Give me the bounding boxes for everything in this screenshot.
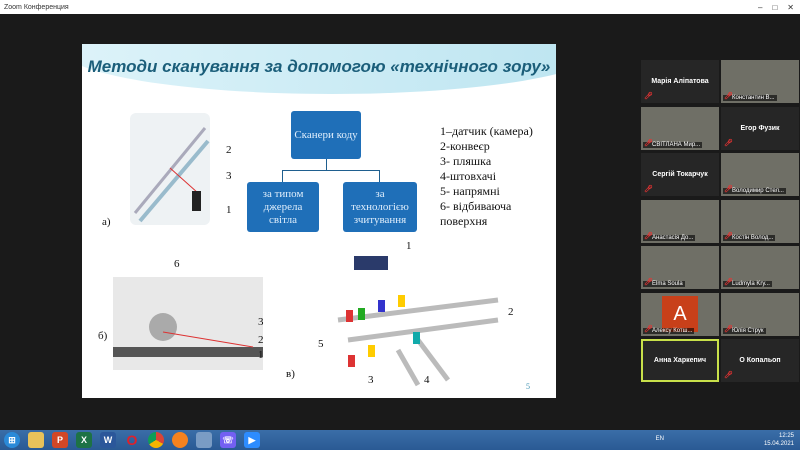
participant-name: Elma Soula (643, 281, 685, 287)
maximize-button[interactable]: □ (772, 2, 778, 12)
viber-icon[interactable]: ☏ (220, 432, 236, 448)
connector (379, 170, 380, 182)
fig-c-mark: 1 (406, 240, 412, 252)
paint-icon[interactable] (196, 432, 212, 448)
participant-name: Константин В... (723, 95, 777, 101)
participant-tile[interactable]: Юлія Струк🎤︎ (721, 292, 799, 336)
participant-tile[interactable]: Elma Soula🎤︎ (641, 246, 719, 289)
legend-item: 5- напрямні (440, 184, 500, 198)
clock-time[interactable]: 12:25 (778, 433, 794, 439)
fig-c-mark: 4 (424, 374, 430, 386)
excel-icon[interactable]: X (76, 432, 92, 448)
participant-tile[interactable]: Анастасія До...🎤︎ (641, 199, 719, 243)
scanner-image-b (113, 277, 263, 370)
participant-name: Ludmyla Kry... (723, 281, 772, 287)
powerpoint-icon[interactable]: P (52, 432, 68, 448)
clock-date[interactable]: 15.04.2021 (763, 441, 794, 447)
muted-mic-icon: 🎤︎ (724, 372, 733, 379)
participant-tile[interactable]: Константин В...🎤︎ (721, 60, 799, 103)
system-tray: EN 12:25 15.04.2021 (656, 432, 794, 448)
legend-item: 4-штовхачі (440, 169, 497, 183)
participant-name: Марія Аліпатова (651, 78, 709, 85)
window-titlebar: Zoom Конференция –□ ✕ (0, 0, 800, 14)
fig-c-label: в) (286, 368, 295, 380)
participant-name: Володимир Стел... (723, 188, 786, 194)
participant-name: Алексу Котш... (643, 327, 695, 334)
chrome-icon[interactable] (148, 432, 164, 448)
participant-name: Анна Харкепич (653, 357, 707, 364)
zoom-icon[interactable]: ▶ (244, 432, 260, 448)
fig-c-mark: 5 (318, 338, 324, 350)
language-indicator[interactable]: EN (655, 436, 664, 442)
firefox-icon[interactable] (172, 432, 188, 448)
participant-name: О Копальоп (739, 357, 781, 364)
window-title: Zoom Конференция (4, 3, 69, 11)
participant-tile[interactable]: Костін Волод...🎤︎ (721, 199, 799, 243)
fig-c-mark: 2 (508, 306, 514, 318)
fig-b-mark: 6 (174, 258, 180, 270)
connector (282, 170, 379, 171)
fig-a-mark: 1 (226, 204, 232, 216)
muted-mic-icon: 🎤︎ (724, 93, 733, 100)
participant-tile[interactable]: О Копальоп 🎤︎ (721, 339, 799, 382)
muted-mic-icon: 🎤︎ (644, 186, 653, 193)
muted-mic-icon: 🎤︎ (644, 93, 653, 100)
fig-a-label: а) (102, 216, 111, 228)
participant-tile[interactable]: Анна Харкепич (641, 339, 719, 382)
participant-tile[interactable]: Володимир Стел...🎤︎ (721, 153, 799, 196)
muted-mic-icon: 🎤︎ (724, 232, 733, 240)
fig-c-mark: 3 (368, 374, 374, 386)
muted-mic-icon: 🎤︎ (724, 186, 733, 193)
muted-mic-icon: 🎤︎ (724, 279, 733, 286)
participant-tile[interactable]: Ludmyla Kry...🎤︎ (721, 246, 799, 289)
sorting-image-c (337, 256, 499, 387)
slide-title: Методи сканування за допомогою «технічно… (87, 57, 551, 76)
diagram-root: Сканери коду (291, 111, 361, 159)
fig-b-label: б) (98, 330, 108, 342)
explorer-icon[interactable] (28, 432, 44, 448)
connector (282, 170, 283, 182)
avatar: A (662, 296, 698, 332)
muted-mic-icon: 🎤︎ (724, 139, 733, 147)
fig-a-mark: 2 (226, 144, 232, 156)
legend-item: 3- пляшка (440, 154, 492, 168)
taskbar: ⊞ P X W O ☏ ▶ (0, 430, 800, 450)
muted-mic-icon: 🎤︎ (644, 139, 653, 147)
participant-name: Костін Волод... (723, 234, 776, 241)
muted-mic-icon: 🎤︎ (724, 325, 733, 333)
diagram-left: за типом джерела світла (247, 182, 319, 232)
legend-item: 1–датчик (камера) (440, 124, 533, 138)
participant-name: СВІТЛАНА Мир... (643, 141, 703, 148)
participant-name: Анастасія До... (643, 234, 696, 241)
word-icon[interactable]: W (100, 432, 116, 448)
fig-b-mark: 1 (258, 349, 264, 361)
participant-name: Егор Фузик (740, 124, 780, 132)
participant-name: Юлія Струк (723, 327, 766, 334)
participant-tile[interactable]: Егор Фузик 🎤︎ (721, 106, 799, 150)
participant-name: Сергій Токарчук (652, 171, 708, 178)
conveyor-image-a (130, 113, 210, 225)
page-number: 5 (526, 382, 530, 391)
shared-slide: Методи сканування за допомогою «технічно… (82, 44, 556, 398)
participant-tile[interactable]: СВІТЛАНА Мир...🎤︎ (641, 106, 719, 150)
participant-tile[interactable]: Сергій Токарчук 🎤︎ (641, 153, 719, 196)
muted-mic-icon: 🎤︎ (644, 279, 653, 286)
muted-mic-icon: 🎤︎ (644, 232, 653, 240)
legend: 1–датчик (камера) 2-конвеєр 3- пляшка 4-… (440, 124, 556, 229)
close-button[interactable]: ✕ (787, 2, 794, 12)
minimize-button[interactable]: – (758, 2, 763, 12)
fig-b-mark: 2 (258, 334, 264, 346)
connector (326, 159, 327, 170)
legend-item: 2-конвеєр (440, 139, 490, 153)
diagram-right: за технологією зчитування (343, 182, 417, 232)
fig-b-mark: 3 (258, 316, 264, 328)
opera-icon[interactable]: O (126, 432, 138, 448)
participant-tile[interactable]: Марія Аліпатова 🎤︎ (641, 60, 719, 103)
start-button[interactable]: ⊞ (4, 432, 20, 448)
muted-mic-icon: 🎤︎ (644, 325, 653, 333)
fig-a-mark: 3 (226, 170, 232, 182)
legend-item: 6- відбиваюча поверхня (440, 199, 512, 228)
